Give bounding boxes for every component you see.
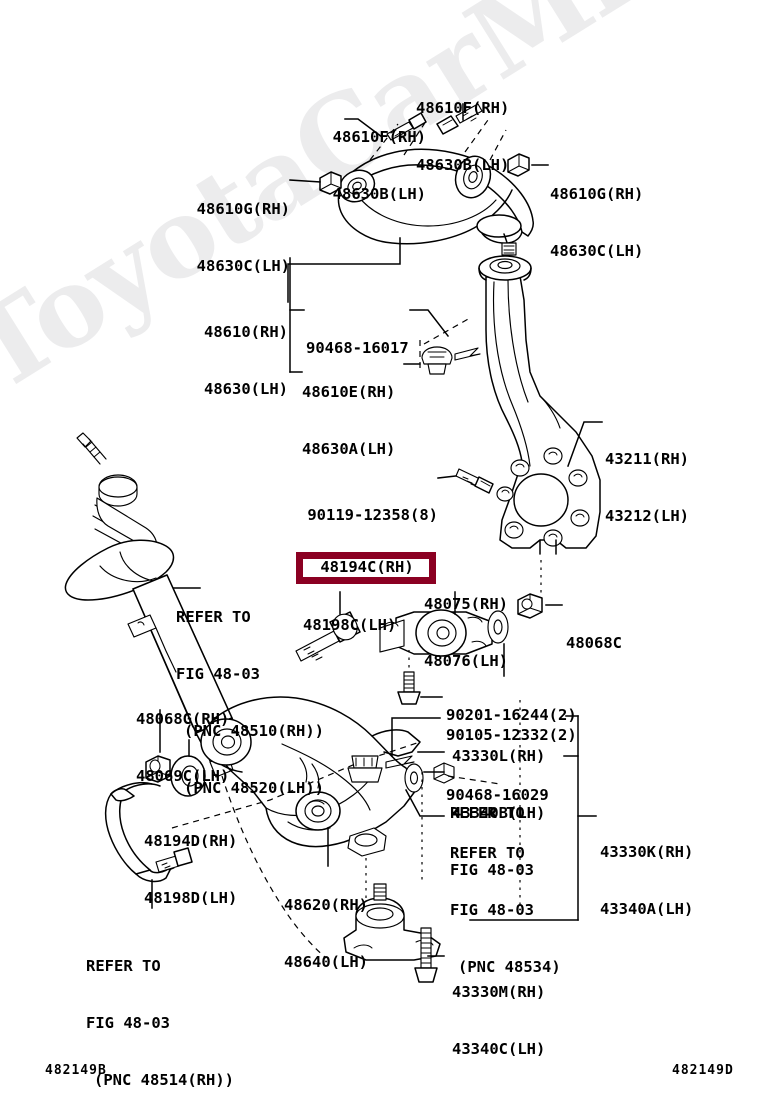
label-ball-joint-bolt: 43330M(RH) 43340C(LH): [452, 983, 546, 1058]
label-upper-arm-bolt-left: 48610F(RH) 48630B(LH): [332, 128, 426, 203]
upper-ball-joint-nut-illustration: [421, 346, 453, 375]
label-knuckle-bolt: 90119-12358(8): [307, 506, 438, 524]
label-lower-arm-nut: 48068C: [566, 634, 622, 652]
label-upper-arm: 48610(RH) 48630(LH): [204, 323, 288, 398]
knuckle-bolt-illustration: [455, 468, 494, 494]
label-upper-ball-nut: 48610E(RH) 48630A(LH): [302, 383, 396, 458]
steering-knuckle-illustration: [478, 255, 601, 596]
label-lower-ball-cotter: 90468-16029: [446, 786, 549, 804]
label-lower-ball-nut: 43330L(RH) 43340B(LH): [452, 747, 546, 822]
upper-arm-nut-right-illustration: [507, 153, 530, 177]
label-stabilizer-refer: REFER TO FIG 48-03 (PNC 48514(RH)) (PNC …: [86, 957, 234, 1089]
label-upper-arm-nut-left: 48610G(RH) 48630C(LH): [196, 200, 290, 275]
footer-right-code: 482149D: [672, 1063, 734, 1078]
label-lower-arm: 48620(RH) 48640(LH): [284, 896, 368, 971]
cotter-pin-upper-illustration: [419, 317, 481, 368]
label-bushing-bolt: 90105-12332(2): [446, 726, 577, 744]
label-upper-arm-bolt-right: 48610F(RH) 48630B(LH): [416, 99, 510, 174]
label-refer-dust-cover: REFER TO FIG 48-03: [450, 804, 534, 879]
footer-left-code: 482149B: [45, 1063, 107, 1078]
label-upper-arm-nut-right: 48610G(RH) 48630C(LH): [550, 185, 644, 260]
label-upper-ball-cotter: 90468-16017: [306, 339, 409, 357]
label-steering-knuckle: 43211(RH) 43212(LH): [605, 450, 689, 525]
label-lower-ball-joint: 43330K(RH) 43340A(LH): [600, 843, 694, 918]
label-bushing-bolt-nut: 90201-16244(2): [446, 706, 577, 724]
